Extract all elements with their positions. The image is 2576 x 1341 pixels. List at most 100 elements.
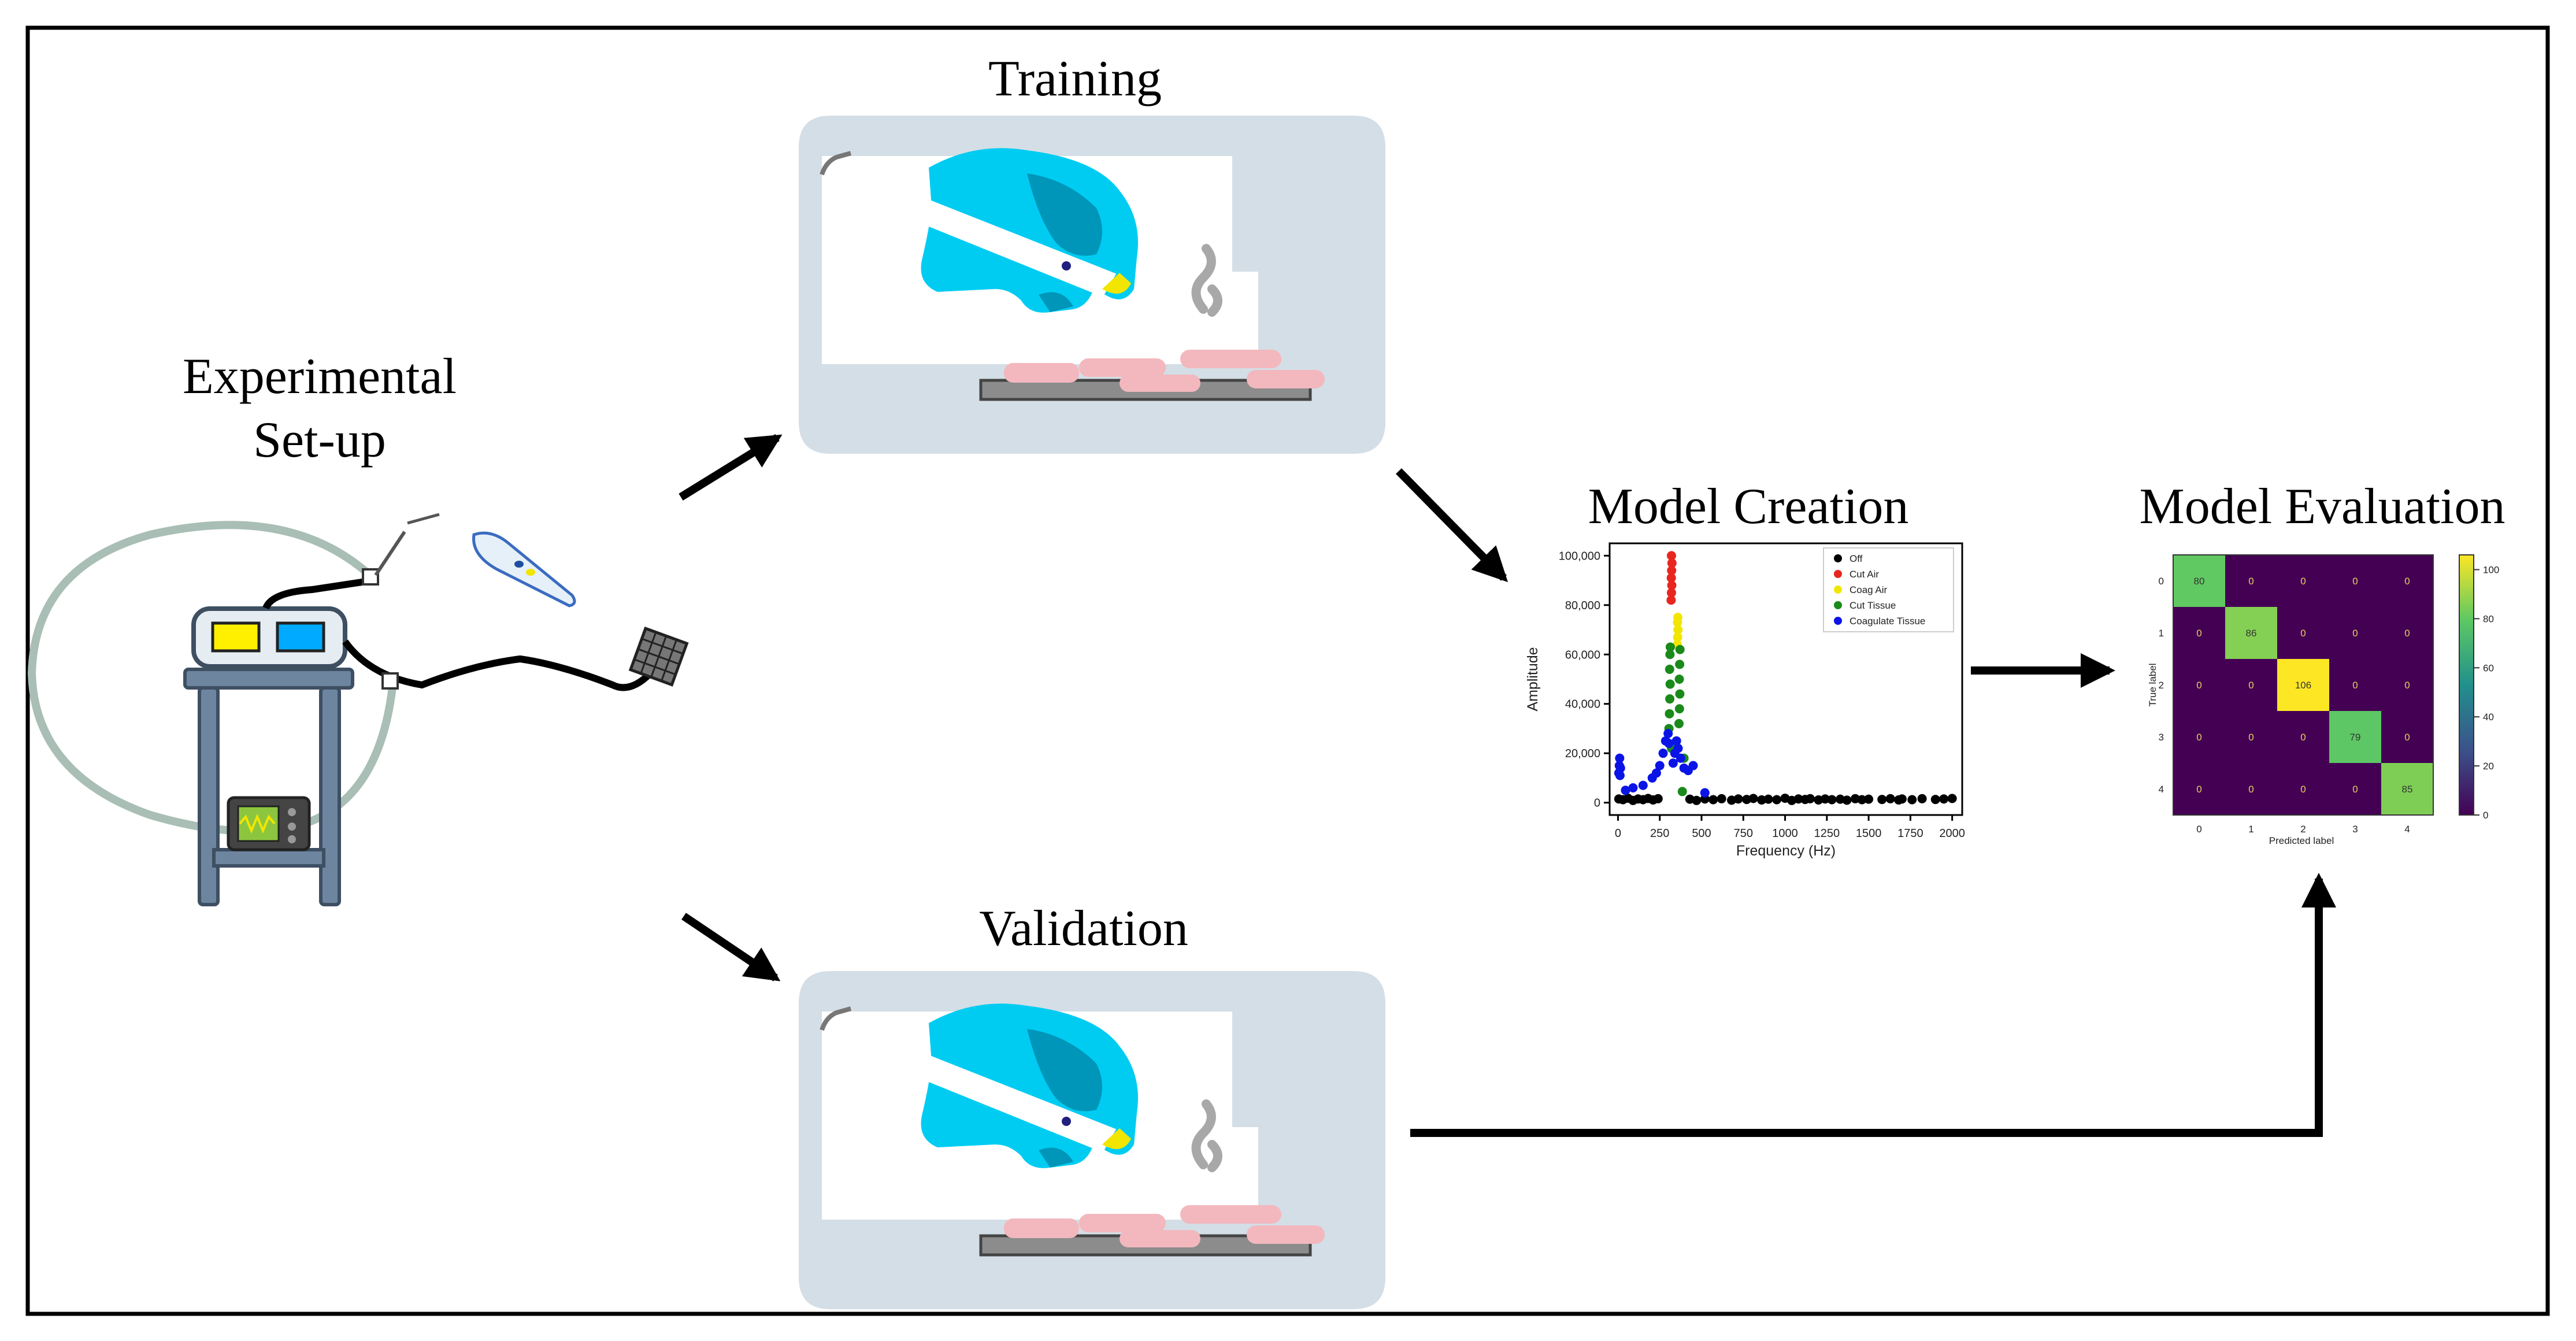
scatter-point-1-5 <box>1667 558 1677 568</box>
scatter-point-1-3 <box>1666 573 1676 583</box>
cm-cell-3-0 <box>2173 711 2225 763</box>
arrow-validation-to-evaluation <box>1410 873 2336 1137</box>
legend-label-1: Cut Air <box>1849 569 1879 580</box>
scatter-point-0-30 <box>1842 795 1852 805</box>
cm-cell-value-1-2: 0 <box>2300 628 2306 639</box>
scatter-x-tick-label-6: 1500 <box>1856 827 1882 840</box>
scatter-point-0-18 <box>1757 795 1767 805</box>
cm-y-tick-label-3: 3 <box>2159 732 2164 743</box>
scatter-point-0-10 <box>1692 795 1702 805</box>
cm-cell-value-4-4: 85 <box>2402 784 2413 795</box>
cm-cell-value-4-3: 0 <box>2352 784 2358 795</box>
cm-cell-value-2-2: 106 <box>2295 680 2311 691</box>
cm-cell-3-3 <box>2329 711 2381 763</box>
cm-cell-value-3-4: 0 <box>2404 732 2410 743</box>
scatter-point-0-42 <box>1947 794 1957 803</box>
scatter-point-0-17 <box>1748 794 1758 803</box>
scatter-point-0-39 <box>1917 794 1927 803</box>
colorbar <box>2459 554 2474 816</box>
cm-cell-2-0 <box>2173 659 2225 711</box>
scatter-point-3-13 <box>1677 787 1687 797</box>
cm-cell-value-2-3: 0 <box>2352 680 2358 691</box>
cm-cell-0-0 <box>2173 555 2225 607</box>
cm-cell-value-0-1: 0 <box>2248 576 2253 587</box>
scatter-x-tick-label-5: 1250 <box>1814 827 1840 840</box>
legend-marker-3 <box>1834 601 1842 609</box>
cm-cell-value-0-4: 0 <box>2404 576 2410 587</box>
experimental-setup-illustration <box>27 513 689 906</box>
cm-cell-1-3 <box>2329 607 2381 659</box>
cm-cell-value-0-2: 0 <box>2300 576 2306 587</box>
scatter-y-tick-label-1: 20,000 <box>1565 747 1600 760</box>
validation-scene <box>799 971 1385 1309</box>
cm-cell-value-3-3: 79 <box>2350 732 2361 743</box>
cm-x-axis-label: Predicted label <box>2269 835 2334 846</box>
legend-label-3: Cut Tissue <box>1849 600 1896 611</box>
cm-cell-4-4 <box>2381 763 2433 815</box>
scatter-point-0-27 <box>1820 794 1830 804</box>
electrosurgical-pen-icon <box>472 531 576 607</box>
scatter-x-axis-label: Frequency (Hz) <box>1736 843 1836 859</box>
cm-cell-4-2 <box>2277 763 2329 815</box>
scatter-point-3-12 <box>1675 644 1685 654</box>
cm-cell-value-0-3: 0 <box>2352 576 2358 587</box>
cm-cell-value-0-0: 80 <box>2194 576 2205 587</box>
scatter-x-tick-label-2: 500 <box>1692 827 1711 840</box>
cm-y-tick-label-2: 2 <box>2159 680 2164 691</box>
cm-x-tick-label-2: 2 <box>2300 824 2306 835</box>
scatter-point-0-37 <box>1897 794 1907 804</box>
cm-cell-1-1 <box>2225 607 2277 659</box>
cm-cell-value-4-0: 0 <box>2196 784 2201 795</box>
colorbar-tick-label-5: 100 <box>2483 564 2499 575</box>
scatter-point-3-5 <box>1665 650 1675 660</box>
cm-x-tick-label-3: 3 <box>2352 824 2358 835</box>
colorbar-tick-label-3: 60 <box>2483 662 2494 673</box>
colorbar-tick-label-0: 0 <box>2483 810 2488 821</box>
scatter-point-4-10 <box>1655 761 1665 770</box>
cm-cell-3-1 <box>2225 711 2277 763</box>
cm-cell-value-4-2: 0 <box>2300 784 2306 795</box>
scatter-x-tick-label-4: 1000 <box>1772 827 1798 840</box>
cm-cell-1-0 <box>2173 607 2225 659</box>
scatter-point-4-9 <box>1651 768 1661 778</box>
legend-marker-1 <box>1834 570 1842 578</box>
cm-y-tick-label-1: 1 <box>2159 628 2164 639</box>
cm-y-tick-label-0: 0 <box>2159 576 2164 587</box>
scatter-point-3-9 <box>1675 689 1685 699</box>
scatter-point-2-2 <box>1673 625 1683 635</box>
scatter-y-tick-label-4: 80,000 <box>1565 599 1600 612</box>
scatter-point-3-3 <box>1665 679 1675 689</box>
training-title: Training <box>988 51 1162 107</box>
scatter-point-4-2 <box>1615 753 1625 763</box>
legend-label-4: Coagulate Tissue <box>1849 616 1925 627</box>
cm-cell-2-4 <box>2381 659 2433 711</box>
scatter-x-tick-label-0: 0 <box>1615 827 1621 840</box>
cm-cell-4-3 <box>2329 763 2381 815</box>
scatter-point-0-15 <box>1733 794 1743 804</box>
cm-cell-value-3-2: 0 <box>2300 732 2306 743</box>
scatter-point-0-20 <box>1772 795 1782 805</box>
scatter-point-0-40 <box>1930 795 1940 805</box>
cm-cell-value-3-1: 0 <box>2248 732 2253 743</box>
scatter-point-0-41 <box>1939 794 1949 804</box>
arrow-training-to-model-creation <box>1396 468 1508 583</box>
scatter-point-3-8 <box>1674 704 1684 714</box>
cm-cell-4-0 <box>2173 763 2225 815</box>
scatter-x-tick-label-3: 750 <box>1734 827 1753 840</box>
scatter-point-4-4 <box>1615 763 1625 773</box>
scatter-point-4-5 <box>1621 786 1630 795</box>
cm-x-tick-label-1: 1 <box>2248 824 2253 835</box>
cm-cell-value-1-3: 0 <box>2352 628 2358 639</box>
colorbar-tick-label-1: 20 <box>2483 761 2494 772</box>
cm-cell-0-3 <box>2329 555 2381 607</box>
cm-cell-1-2 <box>2277 607 2329 659</box>
scatter-point-0-23 <box>1793 794 1803 804</box>
arrow-setup-to-training <box>679 434 783 501</box>
scatter-x-tick-label-8: 2000 <box>1939 827 1965 840</box>
scatter-point-0-38 <box>1907 795 1917 805</box>
cm-cell-value-4-1: 0 <box>2248 784 2253 795</box>
